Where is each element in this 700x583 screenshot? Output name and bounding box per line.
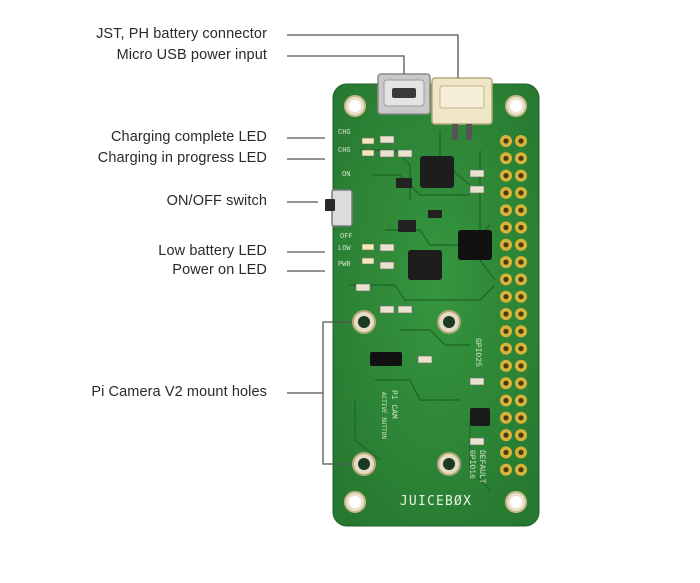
gpio-pad-hole: [518, 380, 524, 386]
gpio-pad-hole: [503, 432, 509, 438]
gpio-pad-hole: [518, 155, 524, 161]
gpio-pad-hole: [518, 346, 524, 352]
gpio-pad-hole: [518, 190, 524, 196]
gpio-pad-hole: [503, 380, 509, 386]
gpio-pad-hole: [503, 173, 509, 179]
smd-components: [355, 135, 485, 446]
silk-chg-1: CHG: [338, 129, 351, 137]
silk-off: OFF: [340, 233, 353, 241]
onoff-switch: [325, 189, 353, 227]
ic-chips: [396, 156, 492, 426]
label-onoff-switch: ON/OFF switch: [166, 193, 267, 209]
camera-header: [370, 352, 402, 366]
silk-gpio25: GPIO25: [473, 338, 482, 367]
label-low-battery-led: Low battery LED: [158, 243, 267, 259]
label-jst-connector: JST, PH battery connector: [96, 26, 267, 42]
gpio-pad-hole: [503, 138, 509, 144]
silk-pwr: PWR: [338, 261, 351, 269]
silk-default: DEFAULT: [477, 450, 486, 484]
gpio-pad-hole: [503, 242, 509, 248]
gpio-pad-hole: [518, 259, 524, 265]
gpio-pad-hole: [518, 311, 524, 317]
gpio-pad-hole: [503, 311, 509, 317]
gpio-pad-hole: [503, 224, 509, 231]
label-charging-complete-led: Charging complete LED: [110, 129, 267, 145]
callout-lines: [287, 34, 459, 465]
gpio-pad-hole: [503, 467, 509, 473]
silk-pi-cam: Pi CAM: [389, 390, 398, 419]
line-usb: [287, 55, 405, 74]
label-camera-mount-holes: Pi Camera V2 mount holes: [91, 384, 267, 400]
silk-cam-sub: ACTIVE BUTTON: [380, 392, 387, 439]
gpio-pad-hole: [503, 259, 509, 265]
silk-low: LOW: [338, 245, 351, 253]
gpio-pad-hole: [503, 346, 509, 352]
silk-chg-2: CHG: [338, 147, 351, 155]
silk-gpio16: GPIO16: [467, 450, 476, 479]
gpio-pad-hole: [503, 190, 509, 196]
gpio-pad-hole: [503, 449, 509, 455]
brand-logo: JUICEBØX: [400, 494, 472, 509]
gpio-pad-hole: [518, 467, 524, 473]
gpio-pad-hole: [518, 138, 524, 144]
gpio-pad-hole: [518, 432, 524, 438]
label-charging-in-progress-led: Charging in progress LED: [97, 150, 267, 166]
board-mount-holes: [344, 95, 527, 513]
label-micro-usb: Micro USB power input: [116, 47, 267, 63]
jst-connector: [431, 77, 493, 140]
gpio-pad-hole: [518, 173, 524, 179]
gpio-header: [500, 135, 527, 476]
gpio-pad-hole: [503, 207, 509, 213]
gpio-pad-hole: [503, 415, 509, 421]
gpio-pad-hole: [503, 363, 509, 369]
gpio-pad-hole: [518, 397, 524, 404]
gpio-pad-hole: [518, 363, 524, 369]
gpio-pad-hole: [518, 449, 524, 455]
gpio-pad-hole: [503, 328, 509, 334]
gpio-pad-hole: [518, 294, 524, 300]
camera-mount-holes: [352, 310, 461, 476]
gpio-pad-hole: [503, 276, 509, 282]
gpio-pad-hole: [518, 415, 524, 421]
micro-usb-connector: [377, 73, 431, 115]
gpio-pad-hole: [518, 328, 524, 334]
gpio-pad-hole: [518, 207, 524, 213]
gpio-pad-hole: [503, 294, 509, 300]
gpio-pad-hole: [503, 397, 509, 404]
silk-on: ON: [342, 171, 350, 179]
label-power-on-led: Power on LED: [172, 262, 267, 278]
gpio-pad-hole: [503, 155, 509, 161]
line-camera-bracket: [322, 321, 352, 465]
gpio-pad-hole: [518, 276, 524, 282]
gpio-pad-hole: [518, 224, 524, 231]
gpio-pad-hole: [518, 242, 524, 248]
line-jst: [287, 34, 459, 78]
